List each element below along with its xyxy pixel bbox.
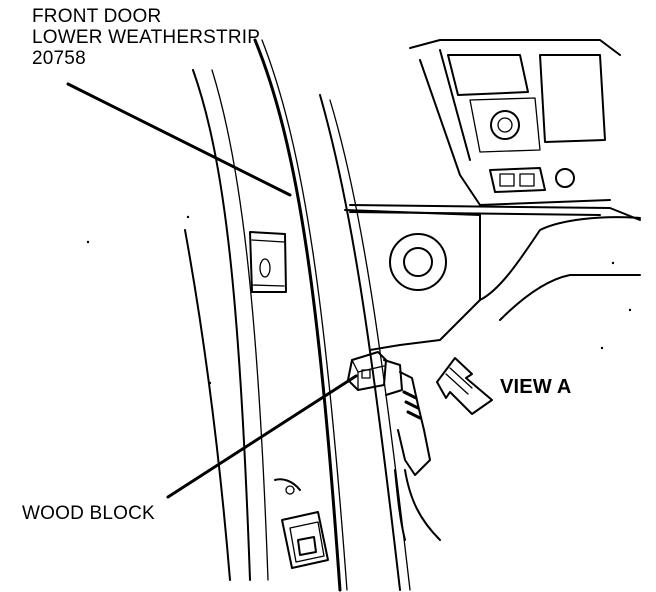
leader-lines	[66, 82, 358, 499]
weatherstrip-clip	[249, 231, 287, 293]
view-a-label: VIEW A	[500, 376, 572, 398]
weatherstrip-callout: FRONT DOOR LOWER WEATHERSTRIP 20758	[32, 6, 260, 69]
leader-weatherstrip	[66, 82, 292, 197]
weatherstrip-part-number: 20758	[32, 48, 86, 69]
door-opening-outline	[184, 38, 411, 592]
leader-wood-block	[166, 374, 358, 499]
view-a-arrow	[436, 357, 493, 415]
scan-speckles	[86, 215, 632, 385]
weatherstrip-callout-line1: FRONT DOOR	[32, 6, 162, 27]
lock-striker	[274, 478, 329, 569]
lower-trim-panel	[344, 209, 641, 351]
door-check-assembly	[394, 371, 441, 541]
wood-block-label: WOOD BLOCK	[22, 503, 155, 524]
instrument-panel	[349, 39, 641, 221]
weatherstrip-callout-line2: LOWER WEATHERSTRIP	[32, 27, 261, 48]
